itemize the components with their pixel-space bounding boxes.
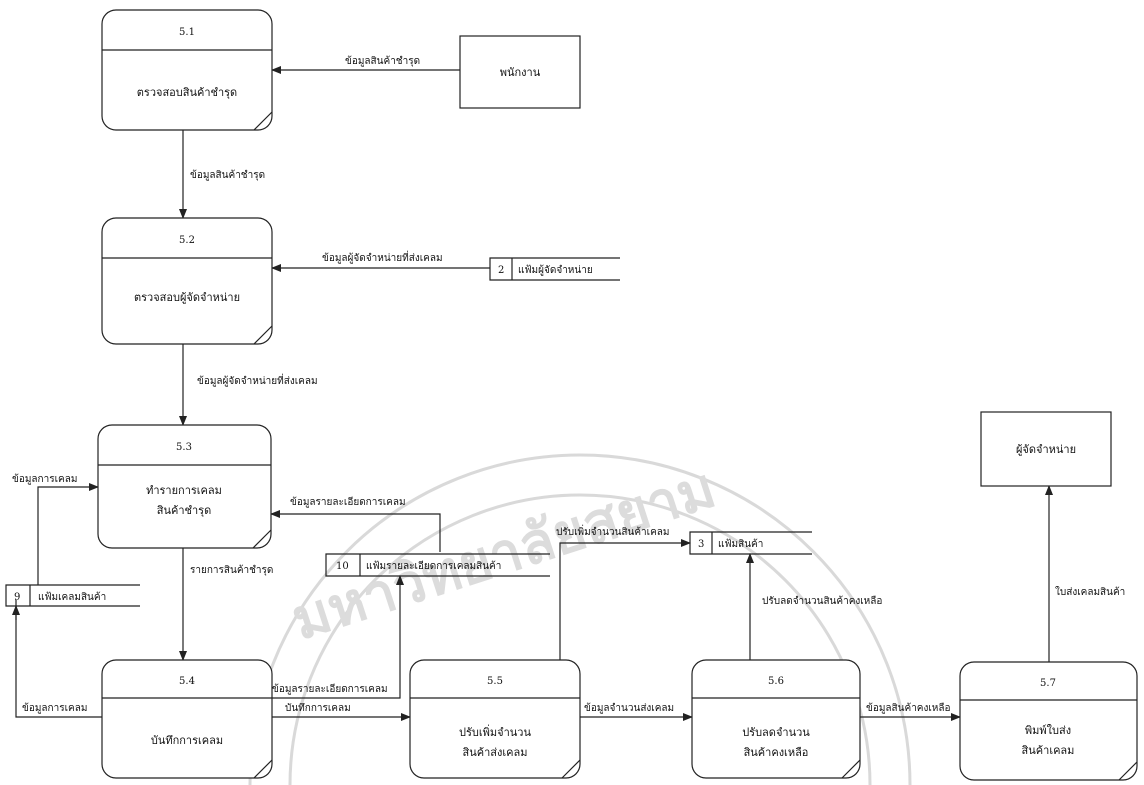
process-id: 5.2 xyxy=(179,235,195,246)
store-number: 9 xyxy=(14,592,20,603)
entity-label: ผู้จัดจำหน่าย xyxy=(1016,443,1076,456)
process-id: 5.7 xyxy=(1040,678,1056,689)
flow-label: ข้อมูลสินค้าชำรุด xyxy=(345,55,420,67)
flow-line-store10-to-5-3 xyxy=(270,510,441,552)
flow-line-5-4-to-store10 xyxy=(272,575,404,699)
data-store-10: 10 แฟ้มรายละเอียดการเคลมสินค้า xyxy=(325,553,550,577)
flow-label: ข้อมูลสินค้าชำรุด xyxy=(190,169,265,181)
store-name: แฟ้มเคลมสินค้า xyxy=(38,591,106,603)
process-5-7: 5.7 พิมพ์ใบส่ง สินค้าเคลม xyxy=(959,661,1138,781)
process-name: ทำรายการเคลม xyxy=(146,484,222,497)
process-id: 5.3 xyxy=(176,442,192,453)
flow-line-5-5-to-store3 xyxy=(559,539,691,660)
entity-label: พนักงาน xyxy=(500,66,541,79)
process-name: ปรับเพิ่มจำนวน xyxy=(459,724,531,739)
data-store-9: 9 แฟ้มเคลมสินค้า xyxy=(5,584,140,607)
flow-label: ข้อมูลการเคลม xyxy=(22,702,87,714)
process-name: ตรวจสอบผู้จัดจำหน่าย xyxy=(134,291,240,304)
data-store-2: 2 แฟ้มผู้จัดจำหน่าย xyxy=(489,257,620,281)
entity-staff: พนักงาน xyxy=(459,35,581,109)
flow-label: ปรับลดจำนวนสินค้าคงเหลือ xyxy=(762,595,882,607)
flow-label: ข้อมูลผู้จัดจำหน่ายที่ส่งเคลม xyxy=(322,250,443,264)
process-5-2: 5.2 ตรวจสอบผู้จัดจำหน่าย xyxy=(101,217,273,345)
process-5-5: 5.5 ปรับเพิ่มจำนวน สินค้าส่งเคลม xyxy=(409,659,581,779)
store-name: แฟ้มสินค้า xyxy=(718,538,763,550)
process-name: สินค้าส่งเคลม xyxy=(462,746,527,759)
store-number: 2 xyxy=(498,265,504,276)
process-id: 5.4 xyxy=(179,676,195,687)
flow-label: ข้อมูลจำนวนส่งเคลม xyxy=(584,702,674,714)
flow-line-5-4-to-store9 xyxy=(15,600,102,718)
process-5-4: 5.4 บันทึกการเคลม xyxy=(101,659,273,779)
process-name: สินค้าคงเหลือ xyxy=(743,746,808,759)
process-id: 5.6 xyxy=(768,676,784,687)
flow-label: ข้อมูลการเคลม xyxy=(12,473,77,485)
data-store-3: 3 แฟ้มสินค้า xyxy=(689,531,812,555)
flow-label: ใบส่งเคลมสินค้า xyxy=(1055,586,1125,598)
process-name: ปรับลดจำนวน xyxy=(742,726,810,739)
flow-label: ข้อมูลรายละเอียดการเคลม xyxy=(272,683,388,695)
process-name: สินค้าเคลม xyxy=(1021,744,1074,757)
flow-label: ข้อมูลรายละเอียดการเคลม xyxy=(290,496,406,508)
flow-label: ปรับเพิ่มจำนวนสินค้าเคลม xyxy=(556,524,670,538)
process-5-3: 5.3 ทำรายการเคลม สินค้าชำรุด xyxy=(97,424,272,549)
process-id: 5.1 xyxy=(179,27,195,38)
process-name: สินค้าชำรุด xyxy=(156,504,211,517)
flow-line-store9-to-5-3 xyxy=(37,483,99,585)
entity-distributor: ผู้จัดจำหน่าย xyxy=(980,411,1112,487)
store-number: 10 xyxy=(336,561,349,572)
process-5-6: 5.6 ปรับลดจำนวน สินค้าคงเหลือ xyxy=(691,659,861,779)
flow-label: รายการสินค้าชำรุด xyxy=(190,564,273,576)
flow-label: ข้อมูลสินค้าคงเหลือ xyxy=(866,702,951,714)
store-number: 3 xyxy=(698,539,704,550)
flow-label: ข้อมูลผู้จัดจำหน่ายที่ส่งเคลม xyxy=(197,373,318,387)
store-name: แฟ้มรายละเอียดการเคลมสินค้า xyxy=(366,560,501,572)
process-id: 5.5 xyxy=(487,676,503,687)
process-5-1: 5.1 ตรวจสอบสินค้าชำรุด xyxy=(101,9,273,131)
process-name: บันทึกการเคลม xyxy=(151,734,223,747)
process-name: ตรวจสอบสินค้าชำรุด xyxy=(137,86,237,99)
flow-label: บันทึกการเคลม xyxy=(285,702,351,714)
store-name: แฟ้มผู้จัดจำหน่าย xyxy=(518,264,593,276)
process-name: พิมพ์ใบส่ง xyxy=(1025,724,1071,737)
